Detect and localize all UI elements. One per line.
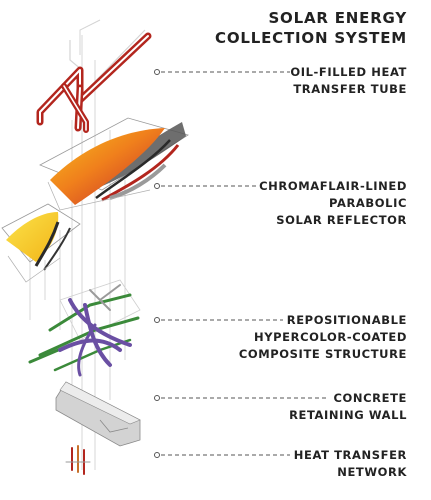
parabolic-reflector-upper: [39, 117, 189, 211]
label-line: HEAT TRANSFER: [293, 448, 407, 462]
label-line: TRANSFER TUBE: [293, 82, 407, 96]
label-heat-transfer-network: HEAT TRANSFER NETWORK: [294, 447, 407, 481]
label-parabolic-reflector: CHROMAFLAIR-LINED PARABOLIC SOLAR REFLEC…: [259, 178, 407, 229]
title-line-2: COLLECTION SYSTEM: [215, 29, 407, 47]
label-line: COMPOSITE STRUCTURE: [238, 347, 407, 361]
label-line: CHROMAFLAIR-LINED: [259, 179, 407, 193]
label-composite-structure: REPOSITIONABLE HYPERCOLOR-COATED COMPOSI…: [239, 312, 407, 363]
label-line: OIL-FILLED HEAT: [290, 65, 407, 79]
concrete-retaining-wall: [55, 381, 141, 447]
label-line: PARABOLIC: [328, 196, 407, 210]
label-heat-transfer-tube: OIL-FILLED HEAT TRANSFER TUBE: [290, 64, 407, 98]
composite-structure: [28, 279, 141, 377]
label-line: NETWORK: [337, 465, 407, 479]
leader-lines: [161, 71, 328, 456]
label-line: RETAINING WALL: [289, 408, 407, 422]
leader-markers: [154, 69, 160, 458]
label-line: SOLAR REFLECTOR: [276, 213, 407, 227]
label-line: CONCRETE: [333, 391, 407, 405]
heat-transfer-network: [65, 445, 91, 475]
label-retaining-wall: CONCRETE RETAINING WALL: [289, 390, 407, 424]
label-line: REPOSITIONABLE: [286, 313, 407, 327]
heat-transfer-tube: [36, 19, 152, 133]
title-line-1: SOLAR ENERGY: [268, 9, 407, 27]
label-line: HYPERCOLOR-COATED: [254, 330, 407, 344]
parabolic-reflector-lower: [1, 203, 81, 283]
diagram-title: SOLAR ENERGY COLLECTION SYSTEM: [215, 8, 407, 48]
